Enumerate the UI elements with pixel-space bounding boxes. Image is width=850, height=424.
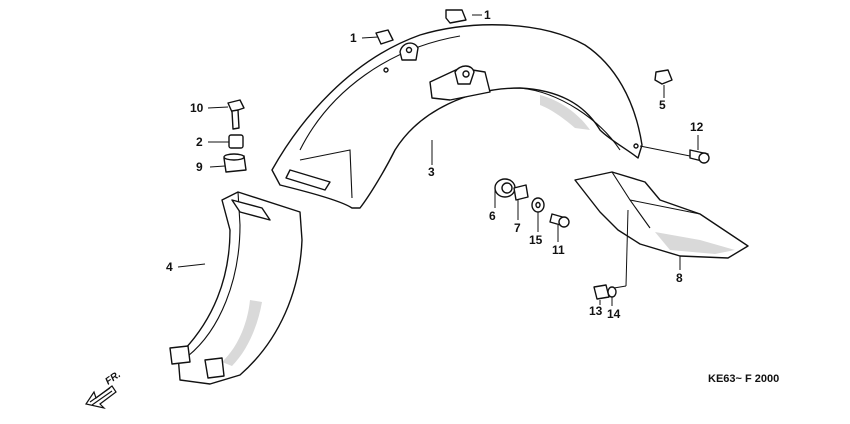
callout-5: 5 <box>659 98 666 112</box>
front-direction-arrow: FR. <box>85 369 123 410</box>
callout-14: 14 <box>607 307 621 321</box>
collar-7[interactable] <box>513 184 529 201</box>
rubber-9[interactable] <box>223 153 247 173</box>
callout-2: 2 <box>196 135 203 149</box>
direction-label: FR. <box>103 369 123 387</box>
callout-6: 6 <box>489 209 496 223</box>
bolt-11[interactable] <box>549 213 570 228</box>
callout-13: 13 <box>589 304 603 318</box>
callout-11: 11 <box>552 243 565 257</box>
bolt-10[interactable] <box>227 99 245 130</box>
callouts: 1 1 2 3 4 5 6 7 8 9 10 11 12 13 14 15 <box>166 8 704 321</box>
clip-left[interactable] <box>375 29 394 45</box>
collar-2[interactable] <box>228 134 244 149</box>
callout-1-left: 1 <box>350 31 357 45</box>
nut-13[interactable] <box>593 284 610 300</box>
bolt-12[interactable] <box>689 149 710 164</box>
grommet-6[interactable] <box>494 178 516 198</box>
rear-fender[interactable] <box>271 24 643 209</box>
callout-4: 4 <box>166 260 173 274</box>
callout-12: 12 <box>690 120 704 134</box>
mud-flap[interactable] <box>574 171 749 259</box>
callout-8: 8 <box>676 271 683 285</box>
diagram-code: KE63~ F 2000 <box>708 373 779 385</box>
callout-15: 15 <box>529 233 543 247</box>
callout-3: 3 <box>428 165 435 179</box>
callout-9: 9 <box>196 160 203 174</box>
callout-1-top: 1 <box>484 8 491 22</box>
callout-10: 10 <box>190 101 204 115</box>
washer-14[interactable] <box>607 286 617 298</box>
inner-fender[interactable] <box>169 191 303 385</box>
callout-7: 7 <box>514 221 521 235</box>
nut-5[interactable] <box>654 69 673 85</box>
leader-lines <box>177 14 699 306</box>
washer-15[interactable] <box>531 197 545 213</box>
clip-top[interactable] <box>445 9 467 24</box>
